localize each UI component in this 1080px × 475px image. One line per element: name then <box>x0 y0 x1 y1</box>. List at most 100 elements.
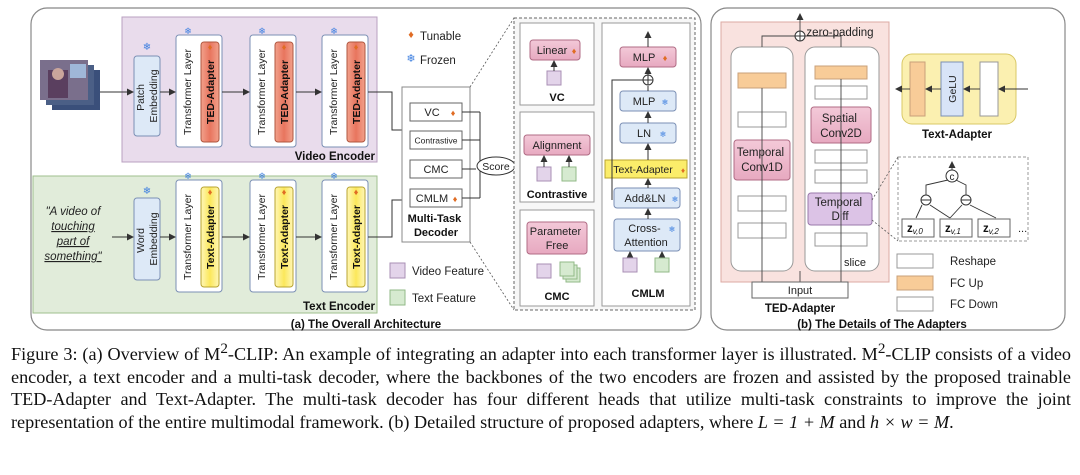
svg-text:❄: ❄ <box>258 171 266 181</box>
contrastive-detail-label: Contrastive <box>527 189 588 201</box>
svg-text:part of: part of <box>56 236 91 248</box>
temporal-diff <box>807 192 873 226</box>
svg-text:TED-Adapter: TED-Adapter <box>205 60 217 124</box>
score-label: Score <box>482 161 510 173</box>
svg-text:♦: ♦ <box>208 42 213 52</box>
svg-text:❄: ❄ <box>184 26 192 36</box>
svg-text:Transformer Layer: Transformer Layer <box>256 194 268 280</box>
figure-caption: Figure 3: (a) Overview of M2-CLIP: An ex… <box>11 340 1071 432</box>
svg-text:zv,0: zv,0 <box>907 223 923 236</box>
svg-text:♦: ♦ <box>354 42 359 52</box>
input-video-frames <box>40 60 100 110</box>
svg-text:Text-Adapter: Text-Adapter <box>205 205 217 269</box>
ted-input-label: Input <box>788 285 812 297</box>
head-cmlm-tunable-icon: ♦ <box>453 194 458 204</box>
svg-text:Cross- Attention: Cross- Attention <box>624 223 667 249</box>
head-vc-label: VC <box>424 107 439 119</box>
head-cmc-label: CMC <box>423 164 448 176</box>
text-layer-1: Transformer Layer Text-Adapter ❄ ♦ <box>175 171 223 293</box>
gelu-label: GeLU <box>947 75 959 102</box>
tunable-icon: ♦ <box>408 29 414 41</box>
ted-input-box <box>751 281 849 299</box>
svg-text:"A video of: "A video of <box>46 206 103 218</box>
contrastive-detail <box>519 111 595 203</box>
parameter-free-box <box>526 221 588 255</box>
cmlm-cross-attention <box>613 218 681 252</box>
svg-text:zv,2: zv,2 <box>983 223 999 236</box>
svg-text:♦: ♦ <box>282 187 287 197</box>
svg-text:TED-Adapter: TED-Adapter <box>279 60 291 124</box>
head-vc-tunable-icon: ♦ <box>451 108 456 118</box>
patch-embedding-box <box>133 55 161 137</box>
subcaption-b: (b) The Details of The Adapters <box>797 319 967 331</box>
input-sentence: "A video of touching part of something" <box>44 206 102 263</box>
svg-text:❄: ❄ <box>330 26 338 36</box>
svg-text:Transformer Layer: Transformer Layer <box>328 49 340 135</box>
svg-text:❄: ❄ <box>672 195 679 204</box>
svg-text:MLP: MLP <box>633 96 656 108</box>
head-cmlm-label: CMLM <box>416 193 448 205</box>
cmc-detail-label: CMC <box>544 291 569 303</box>
fc-up-legend: FC Up <box>950 278 983 290</box>
svg-text:♦: ♦ <box>681 166 685 175</box>
svg-text:something": something" <box>44 251 102 263</box>
alignment-box <box>523 134 591 156</box>
frozen-legend-icon: ❄ <box>406 53 415 65</box>
frozen-label: Frozen <box>420 55 456 67</box>
svg-text:❄: ❄ <box>660 130 667 139</box>
decoder-title: Multi-Task Decoder <box>408 213 465 239</box>
head-contrastive-label: Contrastive <box>415 136 458 146</box>
alignment-label: Alignment <box>533 140 582 152</box>
text-layer-3: Transformer Layer Text-Adapter ❄ ♦ <box>321 171 369 293</box>
vc-linear-label: Linear <box>537 45 568 57</box>
svg-text:❄: ❄ <box>330 171 338 181</box>
slice-label: slice <box>844 257 866 269</box>
svg-text:Transformer Layer: Transformer Layer <box>182 49 194 135</box>
video-encoder-title: Video Encoder <box>295 151 376 163</box>
svg-text:Temporal Diff: Temporal Diff <box>815 197 866 223</box>
reshape-legend: Reshape <box>950 256 996 268</box>
cmlm-detail-label: CMLM <box>632 288 665 300</box>
video-feature-label: Video Feature <box>412 266 484 278</box>
video-layer-1: Transformer Layer TED-Adapter ❄ ♦ <box>175 26 223 148</box>
svg-text:...: ... <box>1018 223 1027 235</box>
svg-text:Transformer Layer: Transformer Layer <box>182 194 194 280</box>
figure-3: Video Encoder Patch Embedding ❄ Transfor… <box>30 7 1066 331</box>
frozen-icon-text: ❄ <box>143 186 151 197</box>
svg-text:❄: ❄ <box>258 26 266 36</box>
panel-a-frame <box>30 7 702 331</box>
svg-text:♦: ♦ <box>282 42 287 52</box>
video-layer-2: Transformer Layer TED-Adapter ❄ ♦ <box>249 26 297 148</box>
text-feature-label: Text Feature <box>412 293 476 305</box>
svg-text:❄: ❄ <box>184 171 192 181</box>
fc-down-legend: FC Down <box>950 299 998 311</box>
svg-text:❄: ❄ <box>662 98 669 107</box>
text-adapter-label: Text-Adapter <box>922 129 993 141</box>
word-embedding-box <box>133 197 161 281</box>
svg-text:TED-Adapter: TED-Adapter <box>351 60 363 124</box>
svg-text:Add&LN: Add&LN <box>625 193 666 205</box>
svg-text:Transformer Layer: Transformer Layer <box>256 49 268 135</box>
video-layer-3: Transformer Layer TED-Adapter ❄ ♦ <box>321 26 369 148</box>
svg-text:♦: ♦ <box>354 187 359 197</box>
frozen-icon: ❄ <box>143 42 151 53</box>
svg-text:Transformer Layer: Transformer Layer <box>328 194 340 280</box>
vc-input-feature <box>546 70 562 86</box>
parameter-free-label: Parameter Free <box>530 226 584 252</box>
svg-text:Text-Adapter: Text-Adapter <box>351 205 363 269</box>
ted-adapter-label: TED-Adapter <box>765 303 836 315</box>
vc-tunable-icon: ♦ <box>572 46 577 56</box>
concat-label: c <box>950 172 955 183</box>
svg-text:♦: ♦ <box>663 53 668 63</box>
svg-text:LN: LN <box>637 128 651 140</box>
svg-text:zv,1: zv,1 <box>945 223 961 236</box>
svg-text:Text-Adapter: Text-Adapter <box>279 205 291 269</box>
video-feature-swatch <box>389 262 406 279</box>
patch-embedding-label: Patch Embedding <box>135 69 160 122</box>
vc-detail-label: VC <box>549 92 564 104</box>
panel-b-frame <box>710 7 1066 331</box>
svg-text:Text-Adapter: Text-Adapter <box>613 164 673 176</box>
svg-text:♦: ♦ <box>208 187 213 197</box>
text-layer-2: Transformer Layer Text-Adapter ❄ ♦ <box>249 171 297 293</box>
svg-text:❄: ❄ <box>669 225 676 234</box>
